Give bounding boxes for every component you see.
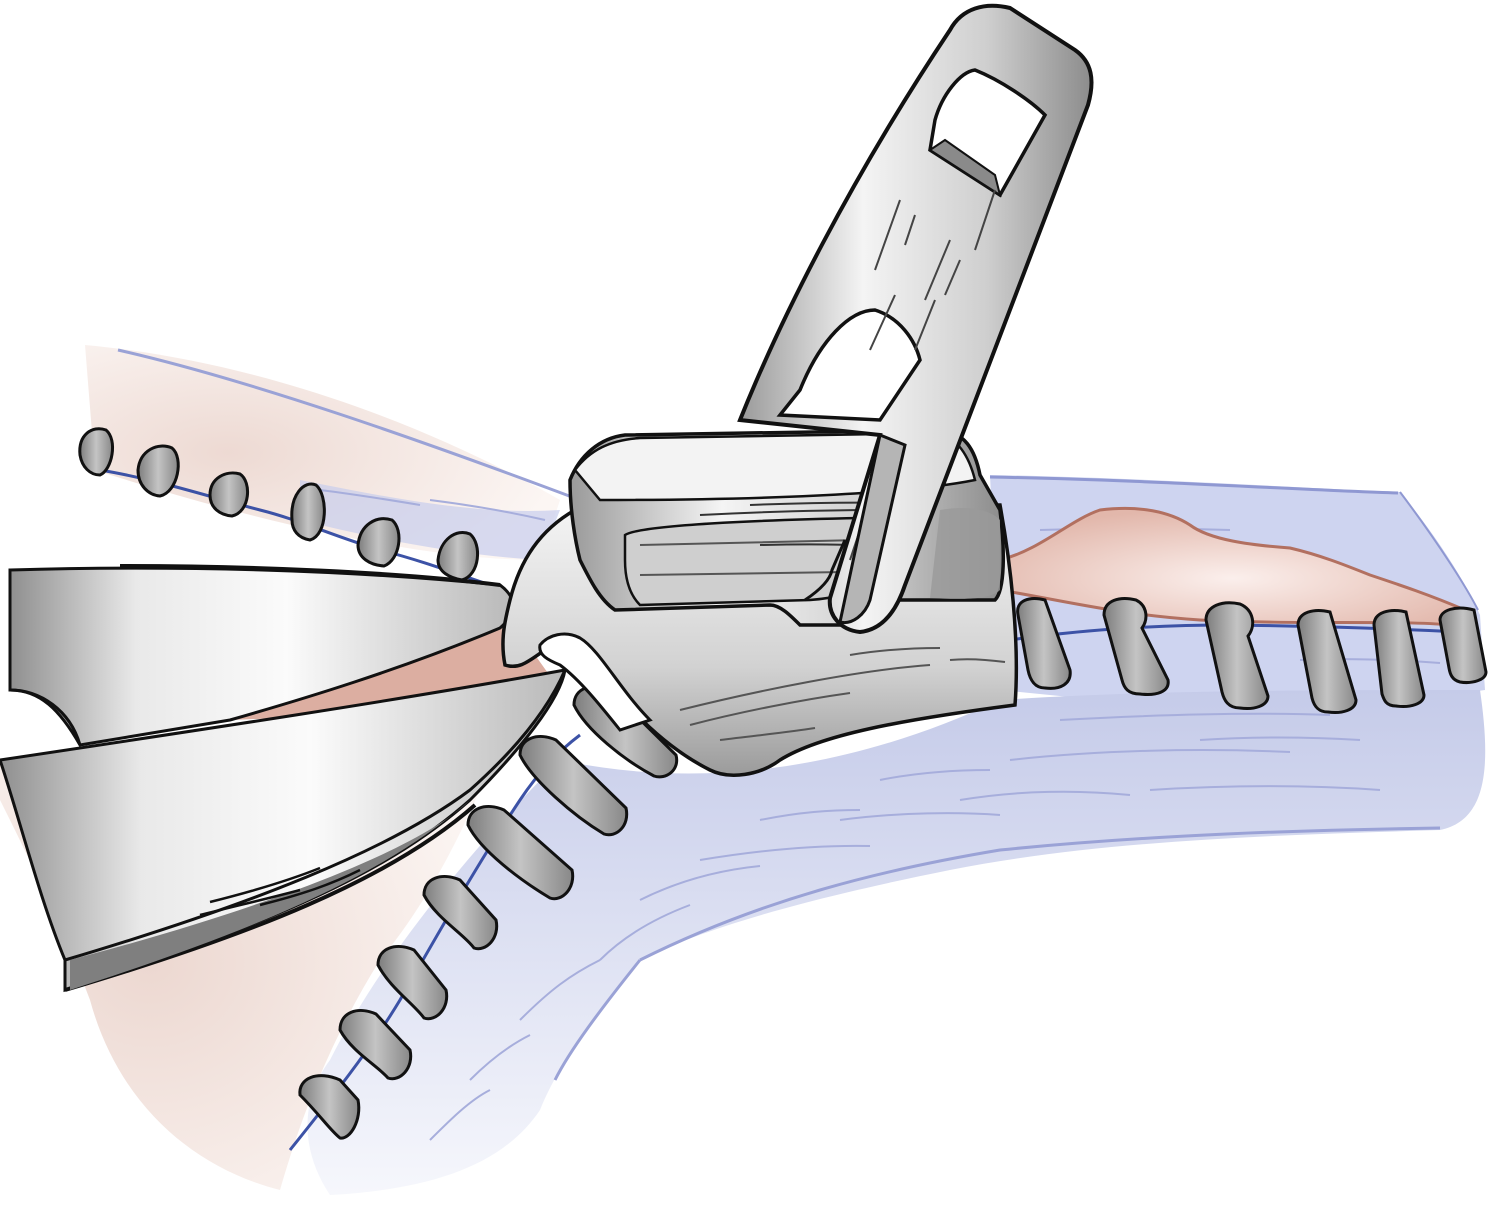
zipper-tooth [518, 735, 629, 837]
zipper-tooth [338, 1009, 413, 1081]
upper-left-teeth [78, 427, 480, 582]
zipper-tooth [422, 875, 499, 951]
zipper-tooth [436, 531, 480, 582]
zipper-tooth [376, 945, 449, 1021]
slider-mouth [538, 632, 653, 732]
zipper-tooth [1102, 597, 1170, 696]
zipper-tooth [78, 427, 115, 477]
zipper-tooth [1296, 609, 1358, 714]
zipper-tooth [298, 1074, 361, 1140]
zipper-tooth [466, 805, 575, 901]
zipper-tooth [1438, 606, 1488, 684]
zipper-tooth [136, 444, 180, 498]
fabric-bulge [998, 506, 1468, 627]
right-teeth [1016, 597, 1488, 714]
zipper-tooth [290, 482, 326, 542]
upper-fabric-strip [300, 480, 560, 560]
zipper-tooth [1016, 597, 1072, 690]
zipper-tooth [1204, 601, 1270, 710]
pull-tab-window-lower [776, 308, 922, 422]
zipper-tooth [356, 517, 401, 568]
lower-left-teeth [298, 685, 679, 1140]
blade-upper [8, 564, 515, 747]
zipper-pull-tab [737, 3, 1094, 635]
blade-lower [0, 668, 567, 993]
zipper-tooth [208, 471, 249, 518]
zipper-tooth [1372, 609, 1426, 708]
